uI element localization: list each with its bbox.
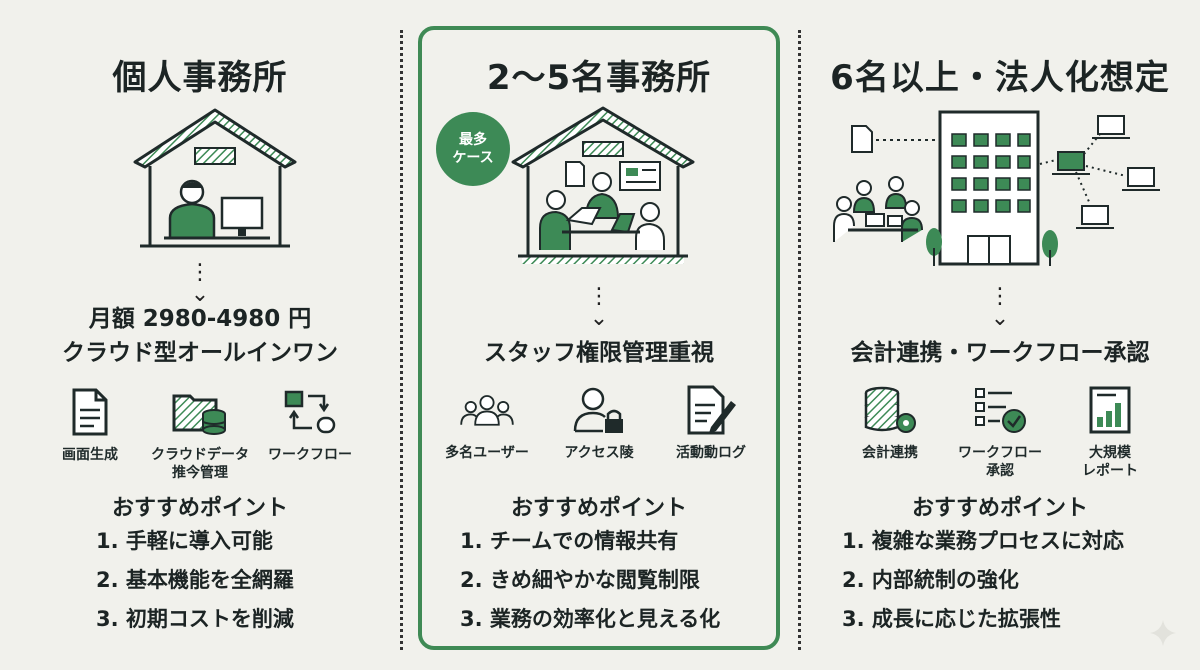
feature-item: ワークフロー [260, 384, 360, 482]
recommend-points: 1. チームでの情報共有 2. きめ細やかな閲覧制限 3. 業務の効率化と見える… [418, 522, 780, 639]
recommend-points: 1. 複雑な業務プロセスに対応 2. 内部統制の強化 3. 成長に応じた拡張性 [800, 522, 1200, 639]
down-arrow-icon: ⋮⌄ [189, 260, 211, 307]
recommend-point: 2. きめ細やかな閲覧制限 [460, 568, 700, 592]
recommend-point: 3. 初期コストを削減 [96, 607, 294, 631]
column-heading: 2〜5名事務所 [486, 58, 712, 98]
badge-text: 最多 ケース [452, 132, 494, 166]
recommend-point: 2. 内部統制の強化 [842, 568, 1019, 592]
feature-item: 大規模 レポート [1056, 382, 1164, 480]
feature-label: 会計連携 [862, 445, 918, 461]
down-arrow-icon: ⋮⌄ [989, 284, 1011, 331]
column-corporate: 6名以上・法人化想定 [800, 0, 1200, 670]
recommend-point: 3. 業務の効率化と見える化 [460, 607, 721, 631]
column-solo-office: 個人事務所 ⋮⌄ 月額 2980-4980 円 クラウド型オールインワン 画面生… [0, 0, 400, 670]
focus-line: スタッフ権限管理重視 [484, 340, 714, 366]
house-solo-illustration [133, 108, 297, 248]
bar-report-icon [1082, 382, 1138, 438]
recommended-column-frame [418, 26, 780, 650]
feature-item: 多名ユーザー [431, 382, 543, 462]
recommend-point: 1. 複雑な業務プロセスに対応 [842, 529, 1124, 553]
feature-item: 会計連携 [836, 382, 944, 480]
feature-label: 多名ユーザー [445, 445, 529, 461]
recommend-title: おすすめポイント [911, 496, 1088, 521]
recommend-title: おすすめポイント [111, 496, 288, 521]
most-common-badge: 最多 ケース [436, 112, 510, 186]
down-arrow-icon: ⋮⌄ [588, 284, 610, 331]
feature-label: 活動動ログ [676, 445, 746, 461]
user-lock-icon [571, 382, 627, 438]
column-heading: 6名以上・法人化想定 [830, 58, 1170, 98]
database-gear-icon [862, 382, 918, 438]
feature-item: 活動動ログ [655, 382, 767, 462]
feature-label: 画面生成 [62, 447, 118, 463]
plan-type-line: クラウド型オールインワン [62, 340, 338, 366]
folder-database-icon [172, 384, 228, 440]
column-heading: 個人事務所 [112, 58, 288, 98]
recommend-point: 1. 手軽に導入可能 [96, 529, 273, 553]
feature-label: ワークフロー [268, 447, 352, 463]
edit-document-icon [683, 382, 739, 438]
feature-label: クラウドデータ 推今管理 [151, 447, 249, 481]
column-divider-left [400, 30, 403, 650]
feature-label: 大規模 レポート [1082, 445, 1138, 479]
office-building-illustration [833, 110, 1160, 266]
workflow-icon [282, 384, 338, 440]
recommend-points: 1. 手軽に導入可能 2. 基本機能を全網羅 3. 初期コストを削減 [0, 522, 400, 639]
feature-list: 多名ユーザー アクセス陵 活動動ログ [418, 382, 780, 462]
feature-list: 会計連携 ワークフロー 承認 大規模 レポート [800, 382, 1200, 480]
feature-list: 画面生成 クラウドデータ 推今管理 ワークフロー [0, 384, 400, 482]
house-team-illustration [511, 106, 695, 264]
recommend-title: おすすめポイント [510, 496, 687, 521]
feature-item: クラウドデータ 推今管理 [140, 384, 260, 482]
feature-item: 画面生成 [40, 384, 140, 482]
focus-line: 会計連携・ワークフロー承認 [850, 340, 1150, 366]
feature-label: アクセス陵 [564, 445, 634, 461]
sparkle-icon [1150, 620, 1176, 646]
price-line: 月額 2980-4980 円 [88, 306, 312, 332]
recommend-point: 1. チームでの情報共有 [460, 529, 679, 553]
feature-item: アクセス陵 [543, 382, 655, 462]
feature-label: ワークフロー 承認 [958, 445, 1042, 479]
users-icon [459, 382, 515, 438]
column-small-office: 2〜5名事務所 ⋮⌄ スタッフ権限管理重視 多名ユーザー [418, 0, 780, 670]
checklist-icon [972, 382, 1028, 438]
column-divider-right [798, 30, 801, 650]
feature-item: ワークフロー 承認 [944, 382, 1056, 480]
recommend-point: 2. 基本機能を全網羅 [96, 568, 294, 592]
document-icon [62, 384, 118, 440]
recommend-point: 3. 成長に応じた拡張性 [842, 607, 1061, 631]
